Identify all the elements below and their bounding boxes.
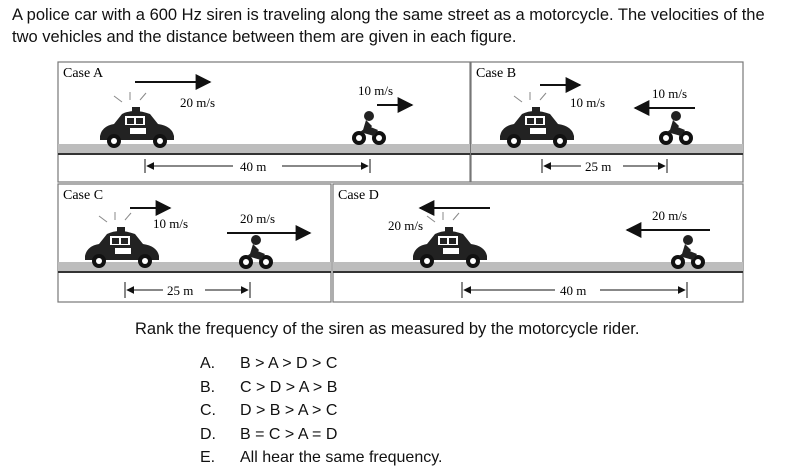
option-d[interactable]: D. B = C > A = D bbox=[200, 423, 442, 447]
option-letter: E. bbox=[200, 449, 216, 466]
answer-options: A. B > A > D > C B. C > D > A > B C. D > B … bbox=[200, 352, 442, 470]
case-b-distance: 25 m bbox=[585, 159, 611, 174]
option-text: B = C > A = D bbox=[240, 425, 338, 443]
case-b-moto-speed: 10 m/s bbox=[652, 86, 687, 101]
option-letter: B. bbox=[200, 378, 216, 396]
case-b-title: Case B bbox=[476, 66, 516, 81]
case-d-title: Case D bbox=[338, 188, 379, 203]
case-c-car-speed: 10 m/s bbox=[153, 216, 188, 231]
case-a-distance: 40 m bbox=[240, 159, 266, 174]
case-a-car-speed: 20 m/s bbox=[180, 95, 215, 110]
case-d-moto-speed: 20 m/s bbox=[652, 208, 687, 223]
case-c-title: Case C bbox=[63, 188, 103, 203]
option-text: B > A > D > C bbox=[240, 355, 338, 372]
case-b-panel: Case B 10 m/s 10 m/s 25 m bbox=[470, 61, 744, 183]
option-letter: C. bbox=[200, 402, 216, 419]
case-c-distance: 25 m bbox=[167, 283, 193, 298]
case-d-distance: 40 m bbox=[560, 283, 586, 298]
case-d-panel: Case D 20 m/s 20 m/s 40 m bbox=[332, 183, 744, 303]
problem-intro: A police car with a 600 Hz siren is trav… bbox=[12, 6, 765, 46]
case-a-title: Case A bbox=[63, 66, 104, 81]
option-text: D > B > A > C bbox=[240, 402, 338, 419]
question-text: Rank the frequency of the siren as measu… bbox=[135, 320, 640, 338]
case-c-panel: Case C 10 m/s 20 m/s 25 m bbox=[57, 183, 332, 303]
case-a-panel: Case A 20 m/s 10 m/s 40 m bbox=[57, 61, 471, 183]
option-text: C > D > A > B bbox=[240, 378, 338, 396]
option-letter: D. bbox=[200, 425, 216, 443]
doppler-figure: Case A 20 m/s 10 m/s 40 m Case B 10 m/s … bbox=[55, 60, 745, 305]
case-d-car-speed: 20 m/s bbox=[388, 218, 423, 233]
option-a[interactable]: A. B > A > D > C bbox=[200, 352, 442, 376]
case-a-moto-speed: 10 m/s bbox=[358, 83, 393, 98]
case-c-moto-speed: 20 m/s bbox=[240, 211, 275, 226]
option-text: All hear the same frequency. bbox=[240, 449, 443, 466]
option-e[interactable]: E. All hear the same frequency. bbox=[200, 446, 442, 470]
option-letter: A. bbox=[200, 355, 216, 372]
option-c[interactable]: C. D > B > A > C bbox=[200, 399, 442, 423]
option-b[interactable]: B. C > D > A > B bbox=[200, 376, 442, 400]
case-b-car-speed: 10 m/s bbox=[570, 95, 605, 110]
